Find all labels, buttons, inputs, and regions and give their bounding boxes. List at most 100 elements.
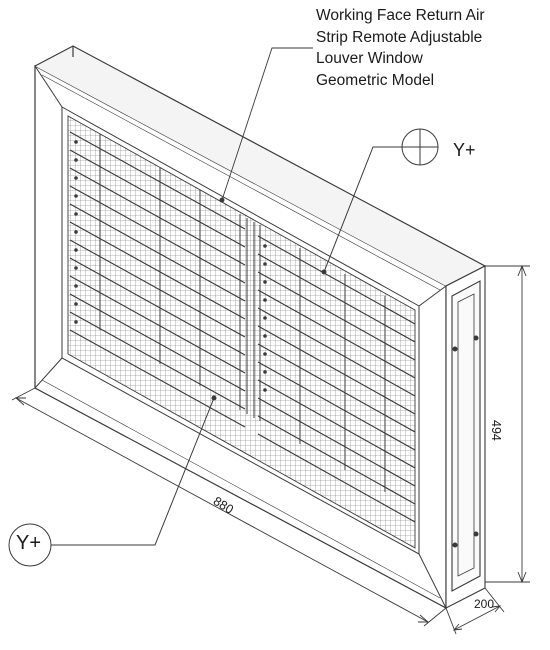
title-line-3: Louver Window — [316, 50, 423, 67]
y-symbol-top — [321, 128, 439, 275]
blade — [69, 311, 246, 410]
blade-pin — [263, 388, 267, 392]
title-line-4: Geometric Model — [316, 71, 435, 89]
y-axis-label-bottom: Y+ — [16, 532, 42, 554]
blade-pin — [74, 212, 78, 216]
blade — [257, 343, 416, 433]
side-panel — [445, 265, 486, 609]
blade — [257, 361, 416, 451]
side-panel-inner — [451, 280, 481, 592]
bevel-top-right — [418, 285, 447, 307]
center-divider — [239, 214, 248, 414]
side-bolt — [473, 335, 479, 341]
blade-ends-right — [263, 244, 267, 392]
blade-pin — [263, 298, 267, 302]
blade-pin — [74, 284, 78, 288]
side-bolt — [473, 531, 479, 537]
frame-bottom-edge-inner — [41, 379, 441, 599]
arrow — [491, 605, 502, 613]
blade — [257, 415, 416, 505]
dimension-height — [485, 264, 530, 584]
title-leader-dot — [219, 197, 225, 203]
frame-inner-outline — [61, 106, 420, 555]
blade — [69, 329, 246, 428]
blade-pin — [74, 158, 78, 162]
ext-line — [484, 587, 505, 613]
blade-pin — [263, 244, 267, 248]
blade — [69, 167, 246, 266]
y-top-leader-line — [323, 146, 402, 273]
y-bottom-leader-line — [51, 397, 215, 546]
arrow — [517, 264, 527, 277]
frame-top-edge-inner — [41, 74, 441, 291]
arrow — [517, 571, 527, 584]
louver-blades-right — [257, 235, 416, 523]
center-divider-2 — [253, 222, 261, 421]
bevel-top-left — [34, 65, 63, 108]
blade — [69, 293, 246, 392]
bevel-bottom-left — [34, 357, 63, 389]
ext-line — [423, 607, 447, 627]
arrow — [452, 623, 463, 631]
blade — [257, 433, 416, 523]
blade-pin — [74, 176, 78, 180]
blade — [69, 221, 246, 320]
blade — [69, 275, 246, 374]
blade-pin — [263, 334, 267, 338]
blade — [69, 239, 246, 338]
arrow — [418, 614, 430, 623]
y-axis-label-top: Y+ — [453, 140, 476, 160]
dimension-depth-label: 200 — [474, 597, 495, 611]
blade — [257, 271, 416, 361]
blade-pin — [263, 262, 267, 266]
blade — [69, 149, 246, 248]
blade — [257, 397, 416, 487]
blade — [257, 235, 416, 325]
blade-pin — [74, 266, 78, 270]
side-bolt — [452, 542, 458, 548]
blade-pin — [74, 248, 78, 252]
blade-pin — [263, 352, 267, 356]
blade-pin — [74, 194, 78, 198]
blade-pin — [74, 230, 78, 234]
y-symbol-bottom — [8, 395, 217, 567]
frame-bevels — [34, 65, 447, 609]
bevel-bottom-right — [418, 553, 447, 609]
blade — [257, 253, 416, 343]
blade — [69, 203, 246, 302]
blade-pin — [74, 320, 78, 324]
dim-line-880 — [15, 397, 429, 623]
blade-pin — [263, 316, 267, 320]
blade-pin — [74, 140, 78, 144]
louver-blades-left — [69, 131, 246, 428]
title-line-1: Working Face Return Air — [316, 7, 485, 24]
title-leader-line — [221, 47, 313, 201]
blade — [257, 289, 416, 379]
dimension-depth — [445, 587, 505, 635]
side-panel-recess — [457, 293, 475, 577]
mesh-grid — [67, 115, 416, 549]
arrow — [14, 397, 26, 406]
side-bolt — [452, 346, 458, 352]
blade — [69, 257, 246, 356]
blade-ends-left — [74, 140, 78, 324]
y-bottom-leader-dot — [211, 395, 217, 401]
dimension-width — [11, 387, 447, 627]
y-top-leader-dot — [321, 269, 327, 275]
blade — [257, 325, 416, 415]
blade-pin — [263, 280, 267, 284]
title-line-2: Strip Remote Adjustable — [316, 28, 483, 46]
dimension-height-label: 494 — [489, 420, 503, 441]
diagram-title: Working Face Return Air Strip Remote Adj… — [316, 5, 542, 91]
dim-line-200 — [453, 605, 501, 631]
mesh-panel — [67, 115, 416, 549]
blade — [69, 185, 246, 284]
blade — [257, 379, 416, 469]
blade-pin — [263, 370, 267, 374]
blade — [69, 131, 246, 230]
support-bars — [99, 134, 386, 492]
blade — [257, 307, 416, 397]
blade-pin — [74, 302, 78, 306]
